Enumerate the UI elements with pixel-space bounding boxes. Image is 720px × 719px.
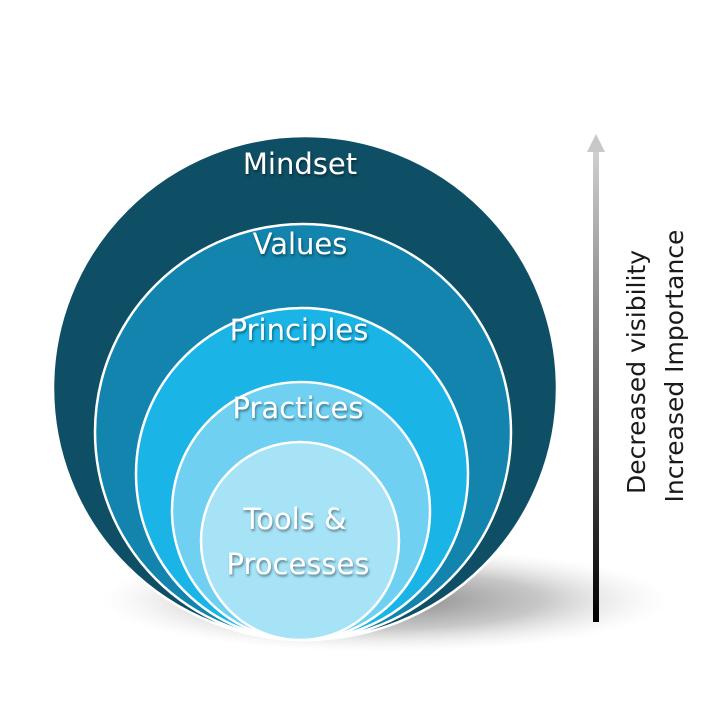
layer-tools-circle (199, 440, 401, 642)
axis-label-decreased-visibility: Decreased visibility (622, 250, 651, 494)
axis-label-increased-importance: Increased Importance (660, 230, 689, 503)
layer-label-mindset: Mindset (243, 147, 357, 181)
layer-label-principles: Principles (230, 313, 369, 347)
layer-label-processes: Processes (227, 547, 370, 581)
layer-label-practices: Practices (233, 391, 364, 425)
importance-arrow-shaft (593, 150, 599, 622)
layer-label-values: Values (253, 227, 348, 261)
importance-arrow-head-icon (587, 134, 605, 152)
layer-label-tools: Tools & (242, 502, 346, 536)
